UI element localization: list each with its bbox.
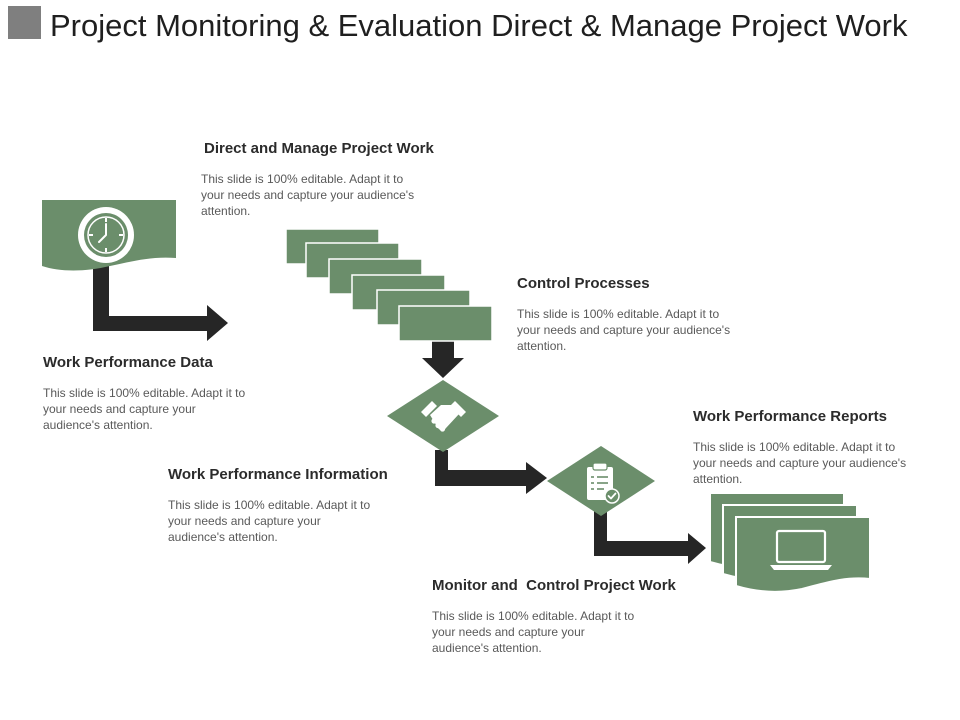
block-control-processes: Control Processes This slide is 100% edi… xyxy=(517,275,732,354)
block-description: This slide is 100% editable. Adapt it to… xyxy=(432,609,635,655)
arrow-direct-to-control xyxy=(422,341,464,378)
reports-stack xyxy=(709,492,871,593)
work-performance-data-shape xyxy=(42,200,176,271)
block-direct-manage: Direct and Manage Project Work This slid… xyxy=(201,140,434,219)
block-title: Work Performance Data xyxy=(43,354,213,371)
block-title: Control Processes xyxy=(517,275,650,292)
card-stack xyxy=(285,228,493,342)
arrow-monitor-to-reports xyxy=(594,508,706,564)
control-diamond xyxy=(387,380,499,452)
block-description: This slide is 100% editable. Adapt it to… xyxy=(517,307,731,353)
connector-arrows xyxy=(93,262,706,564)
arrow-control-to-monitor xyxy=(435,450,547,494)
block-description: This slide is 100% editable. Adapt it to… xyxy=(693,440,907,486)
corner-decoration xyxy=(8,6,41,39)
block-title: Direct and Manage Project Work xyxy=(204,140,434,157)
block-work-performance-information: Work Performance Information This slide … xyxy=(168,466,388,545)
block-title: Work Performance Information xyxy=(168,466,388,483)
block-description: This slide is 100% editable. Adapt it to… xyxy=(43,386,246,432)
laptop-icon xyxy=(770,529,832,570)
arrow-data-to-direct xyxy=(93,262,228,341)
slide-title: Project Monitoring & Evaluation Direct &… xyxy=(50,8,908,43)
clock-icon xyxy=(78,207,134,263)
block-description: This slide is 100% editable. Adapt it to… xyxy=(201,172,415,218)
block-title: Work Performance Reports xyxy=(693,408,887,425)
block-title: Monitor and Control Project Work xyxy=(432,577,676,594)
handshake-icon xyxy=(421,401,466,432)
clipboard-check-icon xyxy=(587,462,620,504)
stack-card xyxy=(398,305,493,342)
report-page xyxy=(735,516,871,593)
block-monitor-control: Monitor and Control Project Work This sl… xyxy=(432,577,676,656)
monitor-diamond xyxy=(547,446,655,516)
block-work-performance-data: Work Performance Data This slide is 100%… xyxy=(43,354,253,433)
block-work-performance-reports: Work Performance Reports This slide is 1… xyxy=(693,408,908,487)
block-description: This slide is 100% editable. Adapt it to… xyxy=(168,498,371,544)
